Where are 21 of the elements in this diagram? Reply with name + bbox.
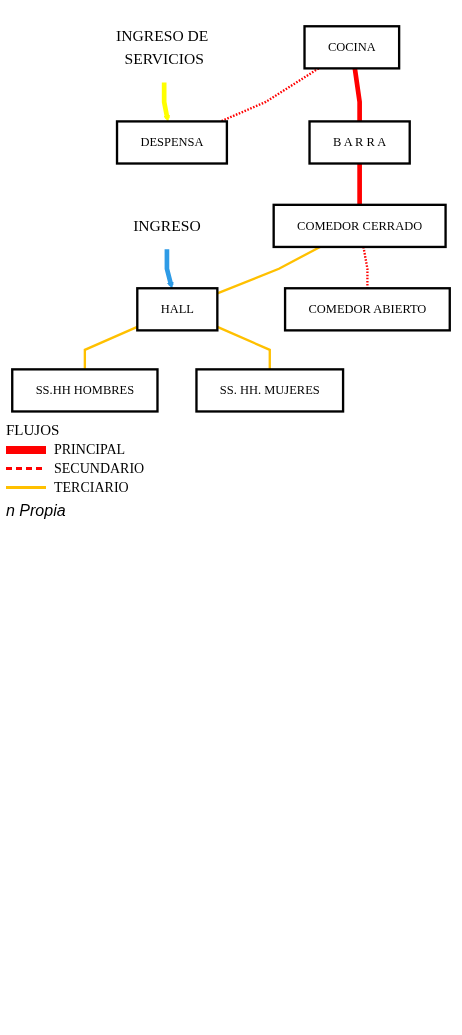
connector <box>357 163 362 205</box>
node-text: INGRESO DE SERVICIOS <box>116 27 209 68</box>
legend-title: FLUJOS <box>6 421 61 439</box>
legend-label: PRINCIPAL <box>54 441 126 458</box>
node-text: INGRESO <box>133 217 201 235</box>
caption: n Propia <box>6 501 67 520</box>
node-box: SS. HH. MUJERES <box>195 368 345 413</box>
node-box: COMEDOR ABIERTO <box>283 287 451 332</box>
legend-label: SECUNDARIO <box>54 460 145 477</box>
node-box: HALL <box>136 287 219 332</box>
connector <box>362 246 369 289</box>
node-box: COMEDOR CERRADO <box>272 203 447 249</box>
connector <box>352 68 362 122</box>
node-box: DESPENSA <box>115 120 229 165</box>
connector <box>83 325 138 370</box>
node-box: SS.HH HOMBRES <box>11 368 159 413</box>
arrow <box>164 249 174 289</box>
node-box: B A R R A <box>308 120 411 165</box>
arrow <box>161 82 171 122</box>
legend-label: TERCIARIO <box>54 479 129 496</box>
node-box: COCINA <box>303 25 401 70</box>
